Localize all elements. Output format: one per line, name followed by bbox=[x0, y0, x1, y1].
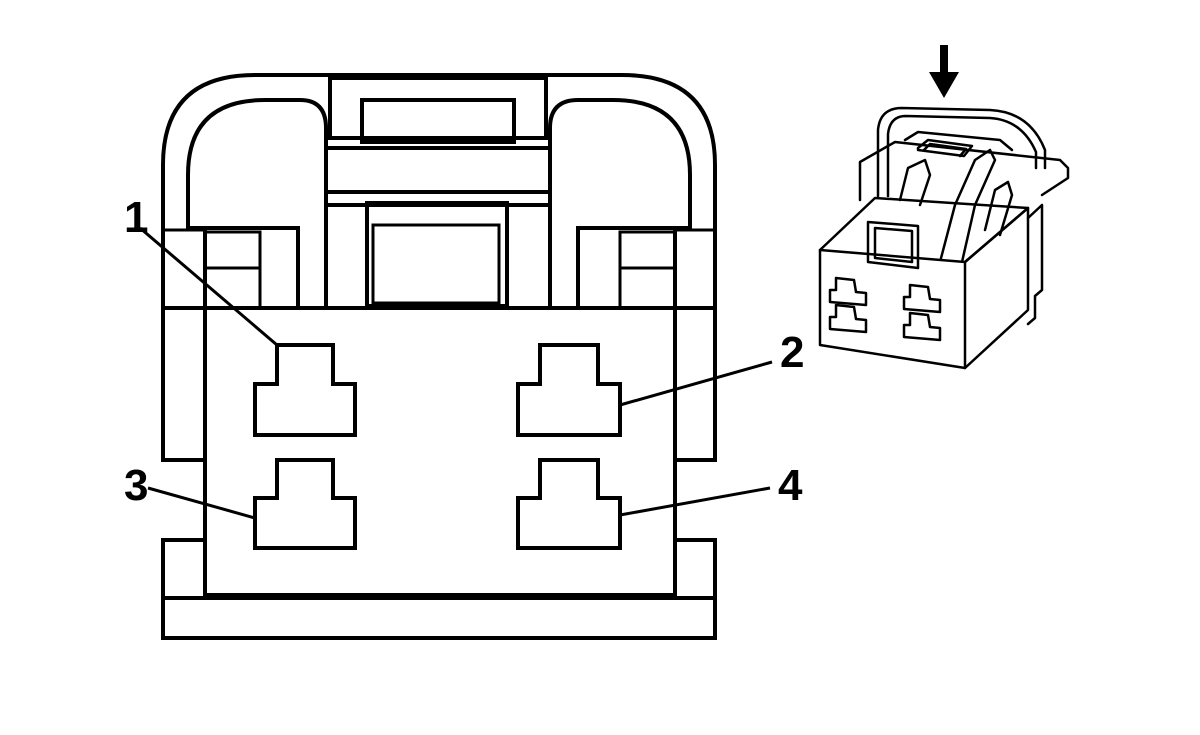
leader-line-3 bbox=[147, 486, 256, 520]
terminal-cavity-2 bbox=[516, 343, 622, 437]
arrow-down-icon bbox=[929, 45, 959, 98]
center-latch-tab bbox=[365, 201, 509, 308]
iso-back-block-edge bbox=[903, 130, 1014, 152]
side-window-left bbox=[203, 230, 262, 310]
iso-cavity-2 bbox=[902, 283, 942, 314]
connector-isometric-view bbox=[818, 45, 1070, 370]
iso-top-window-inner bbox=[922, 142, 968, 158]
top-lock-inner bbox=[360, 98, 516, 144]
iso-latch-arch-inner bbox=[886, 114, 1038, 198]
housing-base-flange bbox=[161, 596, 717, 640]
latch-hook-left bbox=[186, 98, 328, 310]
pin-label-2: 2 bbox=[780, 328, 804, 377]
iso-front-face bbox=[818, 248, 967, 370]
side-window-right bbox=[618, 230, 677, 310]
iso-latch-arch bbox=[876, 106, 1047, 198]
iso-front-slot-inner bbox=[873, 226, 914, 264]
pin-label-1: 1 bbox=[124, 193, 148, 242]
iso-back-block bbox=[858, 140, 1070, 202]
pin-label-3: 3 bbox=[124, 461, 148, 510]
iso-cavity-4 bbox=[902, 311, 942, 342]
connector-face-view: 1 2 3 4 bbox=[124, 73, 804, 640]
iso-top-window bbox=[916, 138, 974, 158]
iso-front-slot bbox=[866, 220, 920, 270]
latch-hook-right bbox=[548, 98, 692, 310]
leader-line-1 bbox=[139, 226, 278, 347]
center-latch-tab-inner bbox=[371, 223, 501, 305]
housing-outline bbox=[161, 73, 717, 598]
iso-cavity-3 bbox=[828, 303, 868, 334]
iso-right-face bbox=[963, 206, 1030, 370]
iso-latch-arm-right bbox=[983, 180, 1014, 237]
terminal-cavity-4 bbox=[516, 458, 622, 550]
pin-label-4: 4 bbox=[778, 461, 803, 510]
leader-line-2 bbox=[619, 360, 773, 407]
iso-latch-arm-left bbox=[898, 158, 932, 207]
top-lock-frame bbox=[328, 76, 548, 140]
inner-body bbox=[203, 230, 677, 597]
leader-line-4 bbox=[619, 486, 771, 517]
terminal-cavity-3 bbox=[253, 458, 357, 550]
iso-side-clip bbox=[1026, 203, 1044, 326]
terminal-cavity-1 bbox=[253, 343, 357, 437]
iso-cavity-1 bbox=[828, 276, 868, 307]
